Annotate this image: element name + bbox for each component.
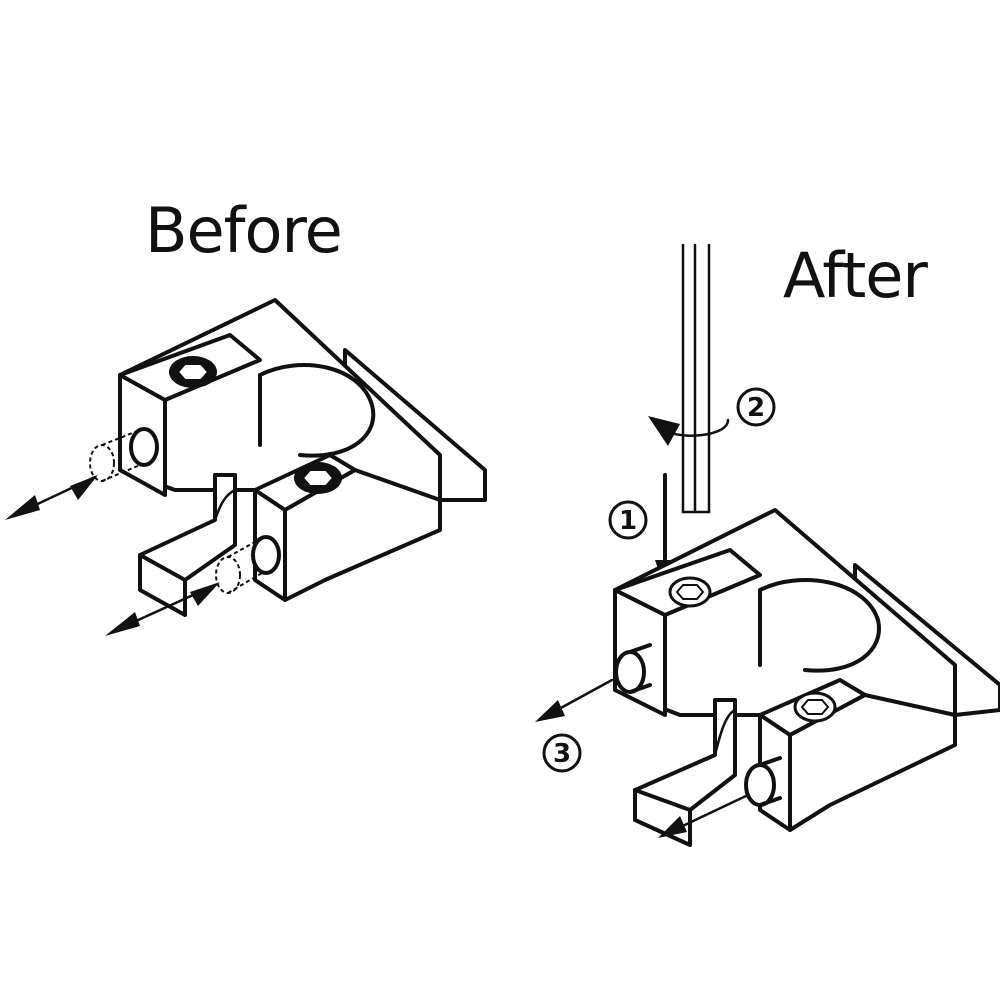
double-arrow-icon: [5, 475, 98, 520]
step-3-arrow: [535, 678, 614, 722]
hex-socket-screw-icon: [793, 691, 837, 723]
before-label: Before: [145, 194, 343, 267]
after-label: After: [783, 239, 928, 312]
step-3-number: 3: [553, 739, 571, 769]
step-2-marker: 2: [736, 387, 776, 427]
step-2-number: 2: [747, 393, 765, 423]
hex-socket-screw-icon: [169, 356, 217, 388]
after-block: [535, 243, 1000, 847]
rotation-arrow-icon: [648, 416, 730, 446]
step-3-marker: 3: [542, 733, 582, 773]
before-block: [5, 298, 487, 636]
hex-key-icon: [681, 243, 711, 514]
step-3-arrow: [658, 793, 750, 838]
hex-socket-screw-icon: [294, 462, 342, 494]
step-1-number: 1: [619, 506, 637, 536]
double-arrow-icon: [105, 582, 220, 636]
step-1-marker: 1: [608, 500, 648, 540]
hex-socket-screw-icon: [668, 576, 712, 608]
